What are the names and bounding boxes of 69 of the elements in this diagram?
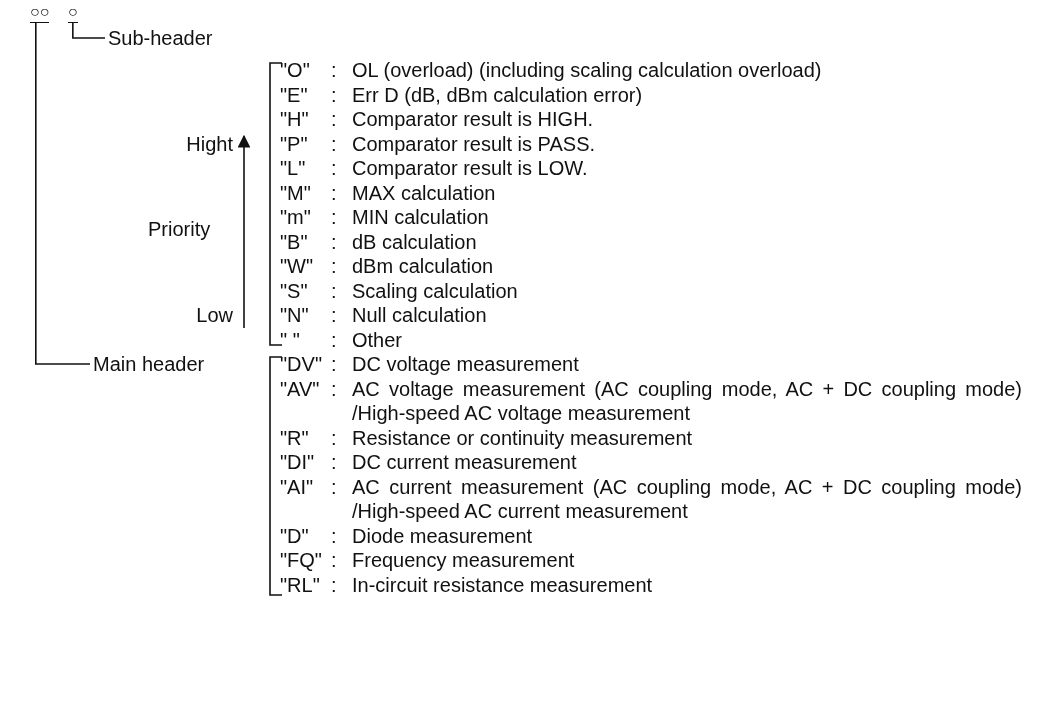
header-label: Sub-header <box>108 26 213 50</box>
placeholder-digits: ○○ <box>30 2 50 23</box>
code-label: "W" <box>280 254 314 279</box>
description-text: Comparator result is HIGH. <box>352 107 594 132</box>
code-label: " " <box>280 327 300 352</box>
code-label: "B" <box>280 229 308 254</box>
description-text: dBm calculation <box>352 254 494 279</box>
description-text: Frequency measurement <box>352 548 575 573</box>
separator-colon: : <box>331 205 337 230</box>
leader-line <box>35 22 91 365</box>
description-text: Null calculation <box>352 303 487 328</box>
description-text: AC current measurement (AC coupling mode, AC + DC coupling mode) /High-speed AC current measurement <box>352 474 1022 524</box>
code-label: "O" <box>280 58 310 83</box>
code-label: "N" <box>280 303 309 328</box>
axis-label: Hight <box>186 131 233 156</box>
axis-label: Priority <box>148 217 211 242</box>
code-label: "FQ" <box>280 548 322 573</box>
description-text: Other <box>352 327 403 352</box>
leader-line <box>72 22 106 39</box>
separator-colon: : <box>331 474 337 499</box>
separator-colon: : <box>331 450 337 475</box>
separator-colon: : <box>331 376 337 401</box>
description-text: In-circuit resistance measurement <box>352 572 653 597</box>
code-label: "P" <box>280 131 308 156</box>
code-label: "D" <box>280 523 309 548</box>
description-text: Resistance or continuity measurement <box>352 425 693 450</box>
code-label: "M" <box>280 180 311 205</box>
axis-label: Low <box>196 303 233 328</box>
separator-colon: : <box>331 82 337 107</box>
description-text: MIN calculation <box>352 205 489 230</box>
separator-colon: : <box>331 254 337 279</box>
code-label: "AV" <box>280 376 320 401</box>
description-text: Scaling calculation <box>352 278 518 303</box>
separator-colon: : <box>331 425 337 450</box>
code-label: "R" <box>280 425 309 450</box>
placeholder-digits: ○ <box>68 2 78 23</box>
code-label: "RL" <box>280 572 320 597</box>
separator-colon: : <box>331 58 337 83</box>
separator-colon: : <box>331 327 337 352</box>
description-text: MAX calculation <box>352 180 496 205</box>
separator-colon: : <box>331 107 337 132</box>
separator-colon: : <box>331 572 337 597</box>
code-label: "m" <box>280 205 311 230</box>
description-text: Comparator result is PASS. <box>352 131 596 156</box>
separator-colon: : <box>331 229 337 254</box>
separator-colon: : <box>331 303 337 328</box>
code-label: "DI" <box>280 450 315 475</box>
description-text: Comparator result is LOW. <box>352 156 588 181</box>
code-label: "S" <box>280 278 308 303</box>
separator-colon: : <box>331 352 337 377</box>
code-label: "DV" <box>280 352 322 377</box>
header-label: Main header <box>93 352 205 376</box>
description-text: Err D (dB, dBm calculation error) <box>352 82 643 107</box>
separator-colon: : <box>331 548 337 573</box>
code-label: "AI" <box>280 474 314 499</box>
description-text: dB calculation <box>352 229 477 254</box>
separator-colon: : <box>331 278 337 303</box>
separator-colon: : <box>331 156 337 181</box>
separator-colon: : <box>331 131 337 156</box>
separator-colon: : <box>331 523 337 548</box>
code-label: "E" <box>280 82 308 107</box>
separator-colon: : <box>331 180 337 205</box>
description-text: Diode measurement <box>352 523 533 548</box>
description-text: AC voltage measurement (AC coupling mode, AC + DC coupling mode) /High-speed AC voltage measurement <box>352 376 1022 426</box>
code-label: "H" <box>280 107 309 132</box>
description-text: OL (overload) (including scaling calculation overload) <box>352 58 822 83</box>
description-text: DC voltage measurement <box>352 352 579 377</box>
code-label: "L" <box>280 156 306 181</box>
description-text: DC current measurement <box>352 450 577 475</box>
